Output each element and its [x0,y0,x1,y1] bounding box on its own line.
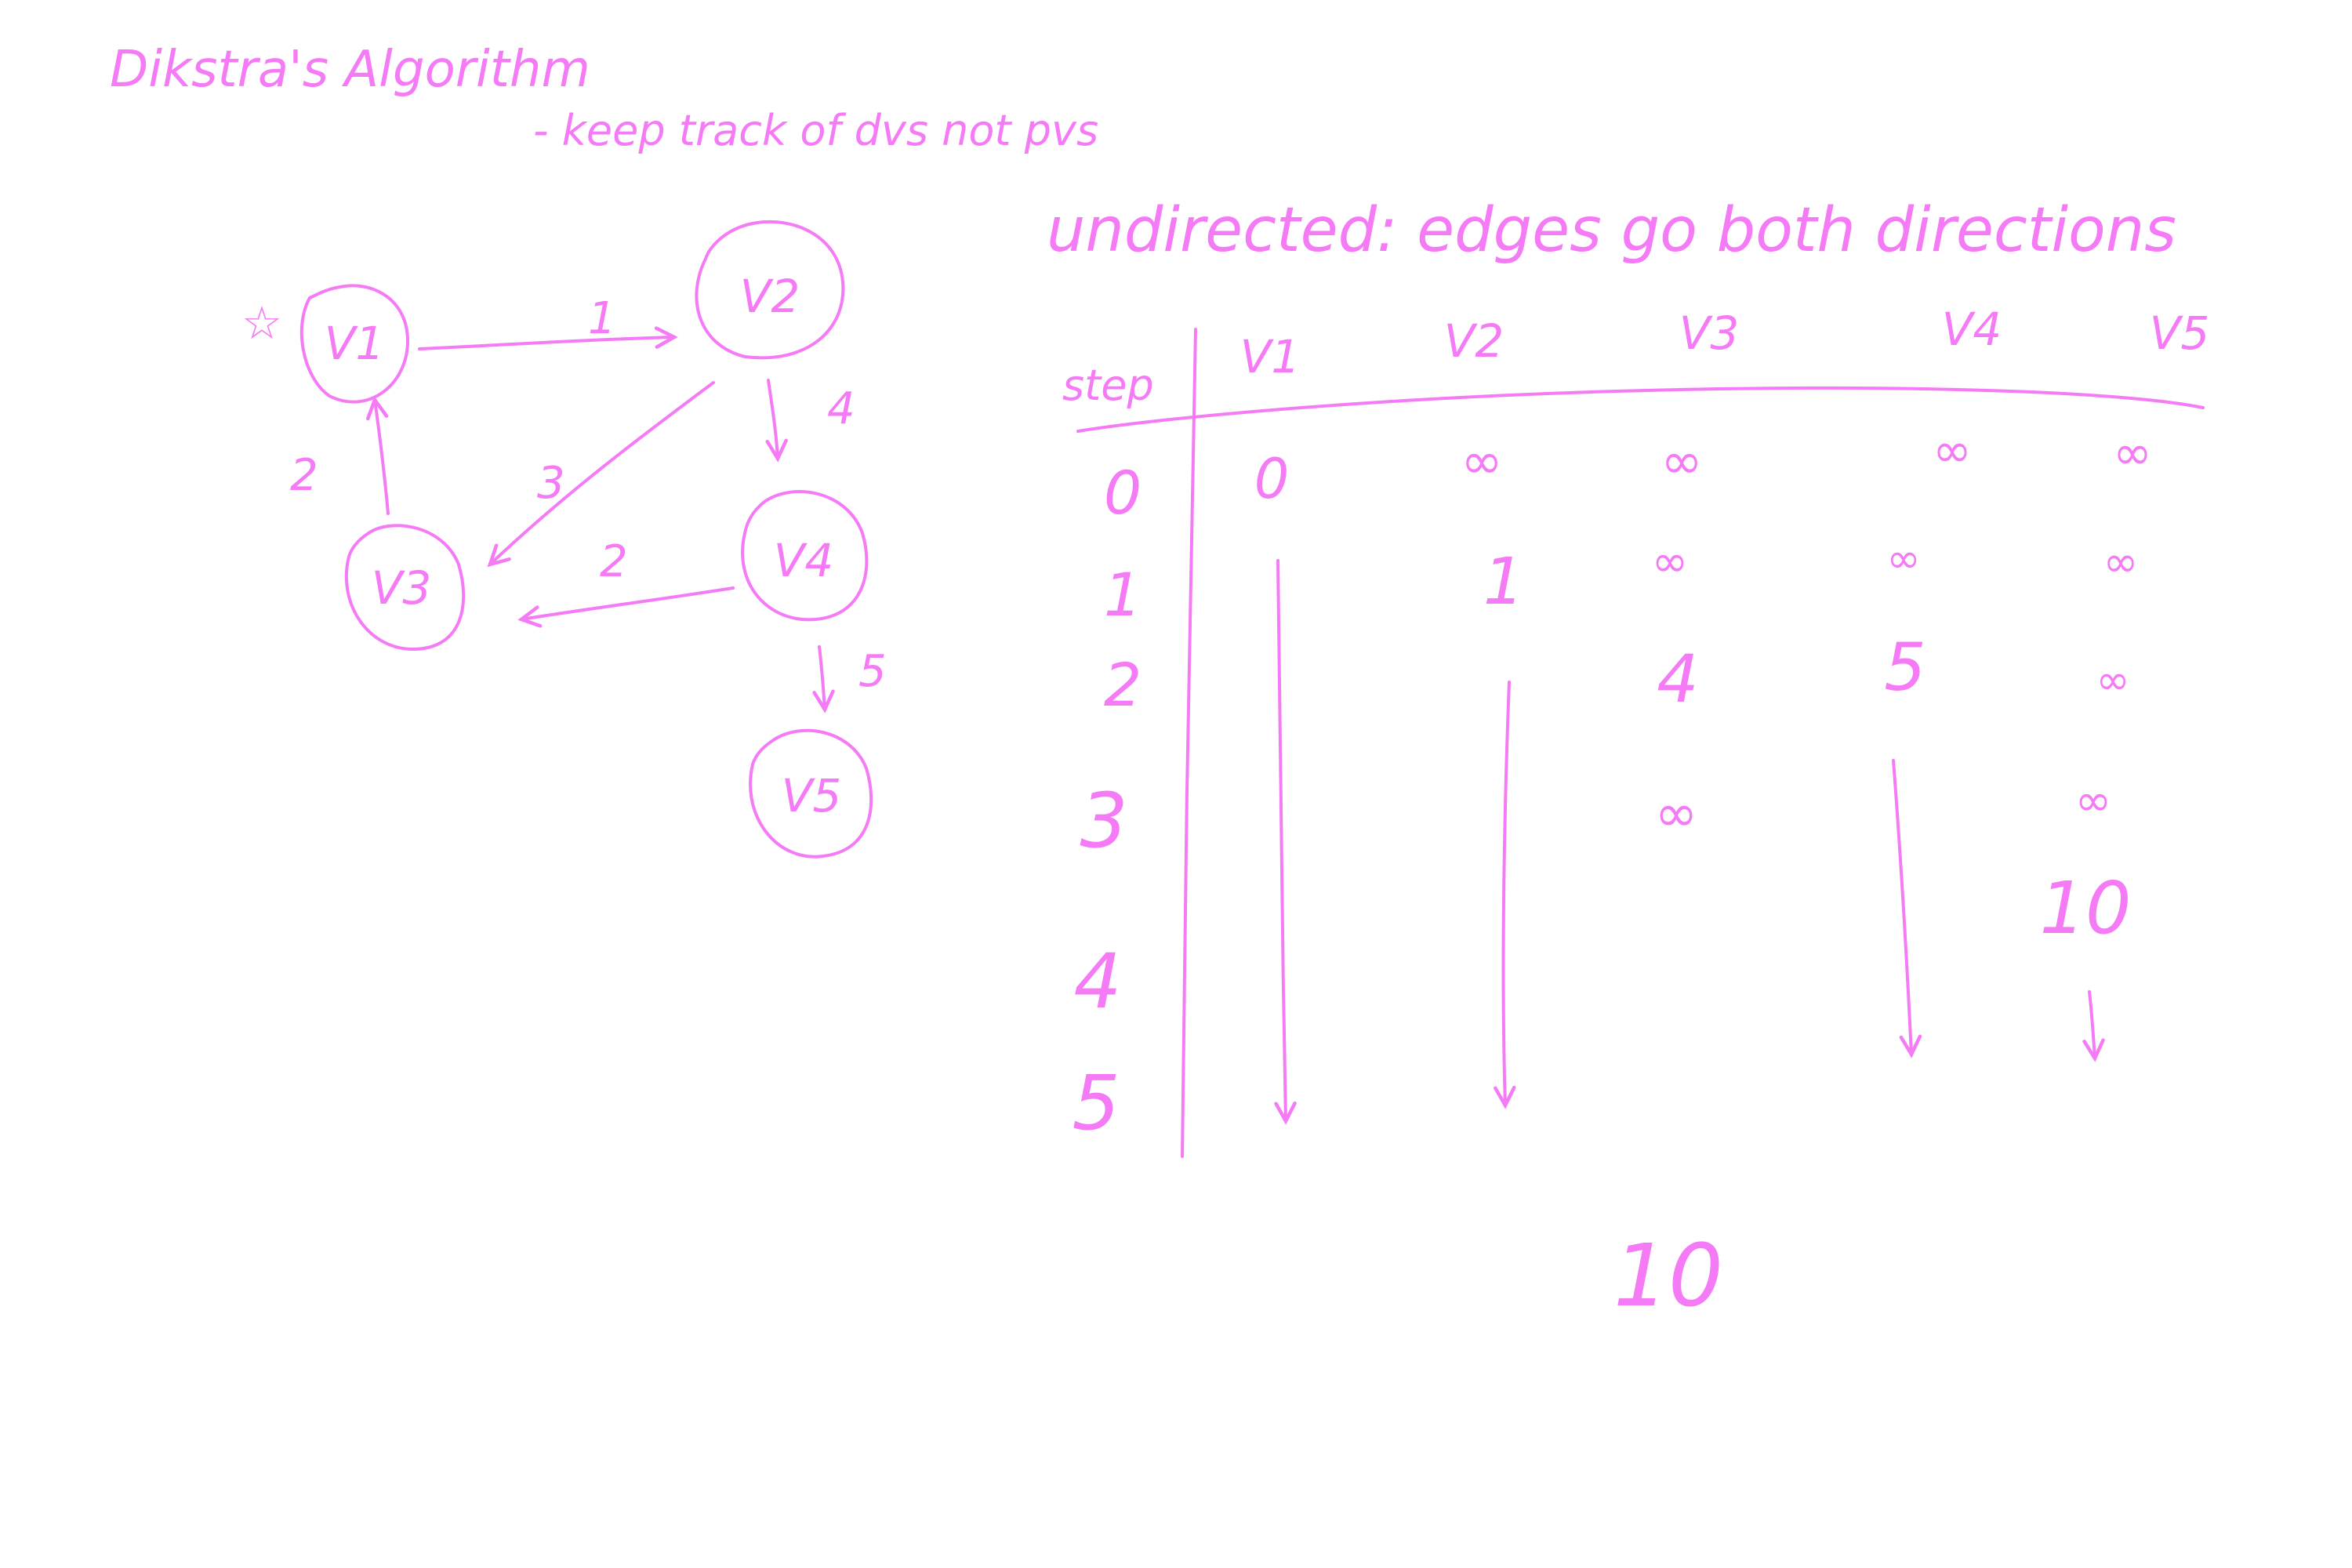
node-v5 [749,728,873,858]
table-col-header-v3: V3 [1679,307,1740,360]
node-v3-circle [344,524,466,652]
cell-step1-v4: ∞ [1886,535,1920,583]
node-label-v1: V1 [325,317,385,370]
node-v2-circle [695,220,845,360]
table-col-header-v4: V4 [1942,303,2002,356]
node-v4 [741,490,869,622]
step-label-0: 0 [1104,458,1142,528]
step-label-2: 2 [1104,650,1142,720]
table-header-underline [1076,386,2205,433]
table-col-header-v2: V2 [1444,314,1504,368]
carry-arrow-v5 [2089,990,2095,1058]
edge-v3-v1 [375,400,390,515]
node-v1-circle [299,284,409,404]
edge-weight-v1-v2: 1 [588,293,616,344]
edge-v2-v4 [768,379,778,459]
edge-v4-v3 [521,586,735,619]
result-value: 10 [1613,1225,1723,1326]
step-label-4: 4 [1073,938,1121,1025]
cell-step1-v3: ∞ [1652,536,1689,587]
edge-weight-v4-v5: 5 [858,646,887,697]
cell-step1-v5: ∞ [2103,537,2139,586]
cell-step0-v3: ∞ [1661,433,1702,491]
edge-v1-v2 [418,337,674,350]
ink-layer [299,220,2205,1158]
table-col-header-v5: V5 [2150,307,2210,360]
step-label-1: 1 [1104,560,1142,630]
cell-step1-v2: 1 [1483,545,1524,619]
edge-v2-v3 [490,381,715,564]
node-label-v2: V2 [740,270,800,323]
title-text: Dikstra's Algorithm [110,41,590,99]
node-label-v3: V3 [372,561,432,615]
node-v4-circle [741,490,869,622]
edge-weight-v3-v1: 2 [290,450,318,501]
cell-step0-v4: ∞ [1933,423,1972,478]
table-step-header: step [1062,361,1154,410]
node-v5-circle [749,728,873,858]
carry-arrow-v2 [1504,681,1509,1105]
cell-step4-v5: 10 [2039,866,2131,950]
edge-weight-v2-v3: 3 [537,458,565,509]
subnote-text: - keep track of dvs not pvs [533,106,1098,155]
cell-step3-v5: ∞ [2075,775,2112,826]
step-label-3: 3 [1080,777,1127,865]
edge-weight-v2-v4: 4 [827,383,855,434]
cell-step3-v3: ∞ [1655,783,1698,844]
text-layer: Dikstra's Algorithm - keep track of dvs … [110,41,2209,1326]
node-v2 [695,220,845,360]
edge-weight-v4-v3: 2 [600,536,628,587]
cell-step2-v4: 5 [1884,629,1926,706]
cell-step0-v1: 0 [1254,447,1290,511]
node-v3 [344,524,466,652]
cell-step2-v3: 4 [1657,641,1698,717]
undirected-note: undirected: edges go both directions [1047,195,2176,266]
step-label-5: 5 [1072,1059,1120,1147]
edge-v4-v5 [819,645,825,710]
carry-arrow-v4 [1892,759,1911,1054]
table-col-header-v1: V1 [1240,330,1301,383]
node-label-v4: V4 [774,534,834,587]
cell-step2-v5: ∞ [2096,657,2129,704]
node-v1 [299,284,409,404]
start-marker-icon: ☆ [241,296,282,350]
carry-arrow-v1 [1278,559,1286,1121]
node-label-v5: V5 [782,769,842,822]
cell-step0-v2: ∞ [1461,433,1502,491]
cell-step0-v5: ∞ [2113,426,2152,481]
table-step-column-divider [1181,328,1197,1158]
